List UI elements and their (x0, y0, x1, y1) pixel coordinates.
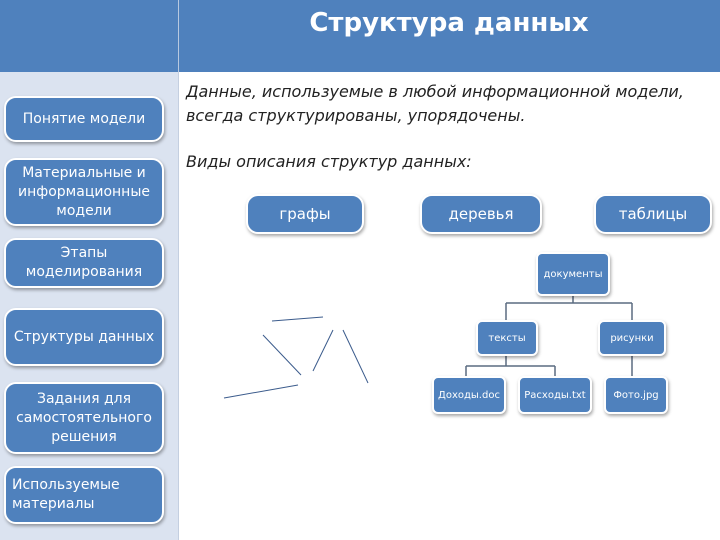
header-left-panel (0, 0, 179, 72)
tree-node-label: рисунки (610, 332, 654, 344)
sidebar-item-self-study-tasks[interactable]: Задания для самостоятельного решения (4, 382, 164, 454)
graph-edge (223, 384, 299, 399)
sidebar-item-model-concept[interactable]: Понятие модели (4, 96, 164, 142)
graph-node-b: Б (333, 308, 344, 327)
tree-root-documents: документы (536, 252, 610, 296)
types-heading: Виды описания структур данных: (186, 152, 472, 171)
graph-node-m: М (370, 389, 384, 408)
type-trees-button[interactable]: деревья (420, 194, 542, 234)
graph-edge (262, 334, 302, 376)
sidebar-item-label: Задания для самостоятельного решения (16, 390, 152, 445)
tree-leaf-photo-jpg: Фото.jpg (604, 376, 668, 414)
header-bar (0, 0, 720, 72)
graph-edge (342, 329, 369, 384)
type-graphs-button[interactable]: графы (246, 194, 364, 234)
graph-node-d: Д (244, 313, 257, 332)
sidebar-item-label: Понятие модели (22, 110, 146, 127)
type-label: таблицы (618, 205, 688, 223)
tree-node-label: тексты (488, 332, 526, 344)
sidebar-item-modeling-stages[interactable]: Этапы моделирования (4, 238, 164, 288)
tree-leaf-income-doc: Доходы.doc (432, 376, 506, 414)
type-label: графы (279, 205, 331, 223)
graph-edge (271, 316, 324, 322)
tree-node-label: Фото.jpg (613, 389, 659, 401)
sidebar-item-label: Структуры данных (13, 328, 155, 345)
page-title: Структура данных (309, 8, 589, 38)
tree-leaf-expenses-txt: Расходы.txt (518, 376, 592, 414)
type-label: деревья (448, 205, 514, 223)
sidebar-item-data-structures[interactable]: Структуры данных (4, 308, 164, 366)
sidebar-divider (178, 72, 179, 540)
tree-node-texts: тексты (476, 320, 538, 356)
sidebar-item-material-info-models[interactable]: Материальные и информационные модели (4, 158, 164, 226)
tree-node-label: документы (543, 268, 603, 280)
graph-edge (312, 329, 334, 372)
tree-connectors (465, 296, 633, 376)
sidebar-item-label: Используемые материалы (12, 477, 120, 512)
tree-node-pictures: рисунки (598, 320, 666, 356)
sidebar (0, 72, 178, 540)
sidebar-item-materials-used[interactable]: Используемые материалы (4, 466, 164, 524)
tree-node-label: Доходы.doc (438, 389, 500, 401)
tree-node-label: Расходы.txt (524, 389, 586, 401)
sidebar-item-label: Этапы моделирования (25, 245, 143, 280)
sidebar-item-label: Материальные и информационные модели (18, 164, 150, 219)
type-tables-button[interactable]: таблицы (594, 194, 712, 234)
graph-node-k: К (298, 376, 310, 395)
intro-text: Данные, используемые в любой информацион… (186, 82, 684, 125)
graph-node-r: Р (193, 397, 203, 416)
